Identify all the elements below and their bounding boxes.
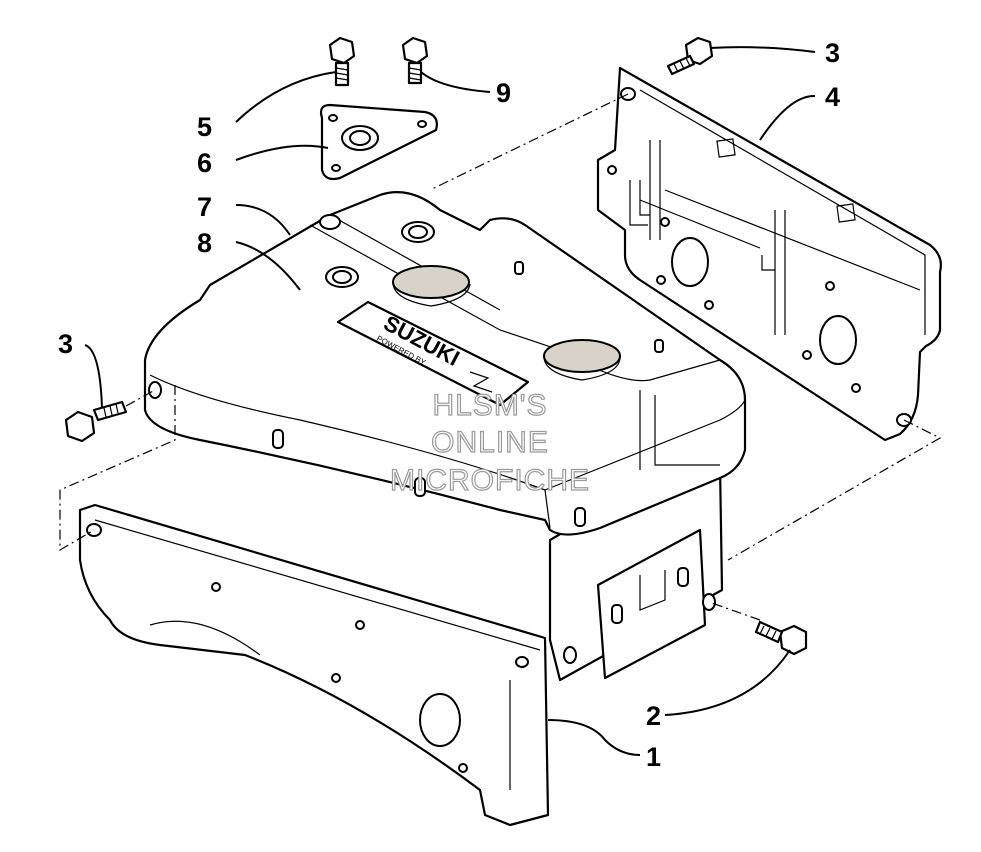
bolt-part-5	[328, 36, 356, 87]
alignment-lines	[59, 93, 942, 621]
bolt-part-9	[401, 36, 429, 85]
leader-lines	[84, 46, 816, 756]
callout-3-right: 3	[825, 38, 840, 68]
watermark-line-3: MICROFICHE	[390, 464, 590, 497]
suzuki-logo-plate: SUZUKI POWERED BY	[336, 300, 530, 407]
bolt-part-2	[754, 620, 808, 656]
callout-7: 7	[197, 192, 212, 222]
callout-5: 5	[197, 112, 212, 142]
lower-bracket-part-1	[78, 503, 550, 827]
gasket-plate-part-6	[319, 103, 438, 181]
watermark: HLSM'S ONLINE MICROFICHE	[389, 388, 590, 497]
bolt-part-3-right	[666, 36, 714, 76]
callout-6: 6	[197, 148, 212, 178]
callout-8: 8	[197, 228, 212, 258]
callout-9: 9	[496, 78, 511, 108]
watermark-line-2: ONLINE	[431, 426, 549, 459]
bolt-part-3-left	[64, 400, 128, 443]
callout-1: 1	[646, 742, 661, 772]
callout-2: 2	[646, 701, 661, 731]
suzuki-s-mark-icon	[469, 371, 493, 393]
callout-4: 4	[825, 82, 840, 112]
callout-3-left: 3	[58, 329, 73, 359]
rear-plate-part-4	[596, 66, 942, 442]
watermark-line-1: HLSM'S	[432, 389, 547, 422]
